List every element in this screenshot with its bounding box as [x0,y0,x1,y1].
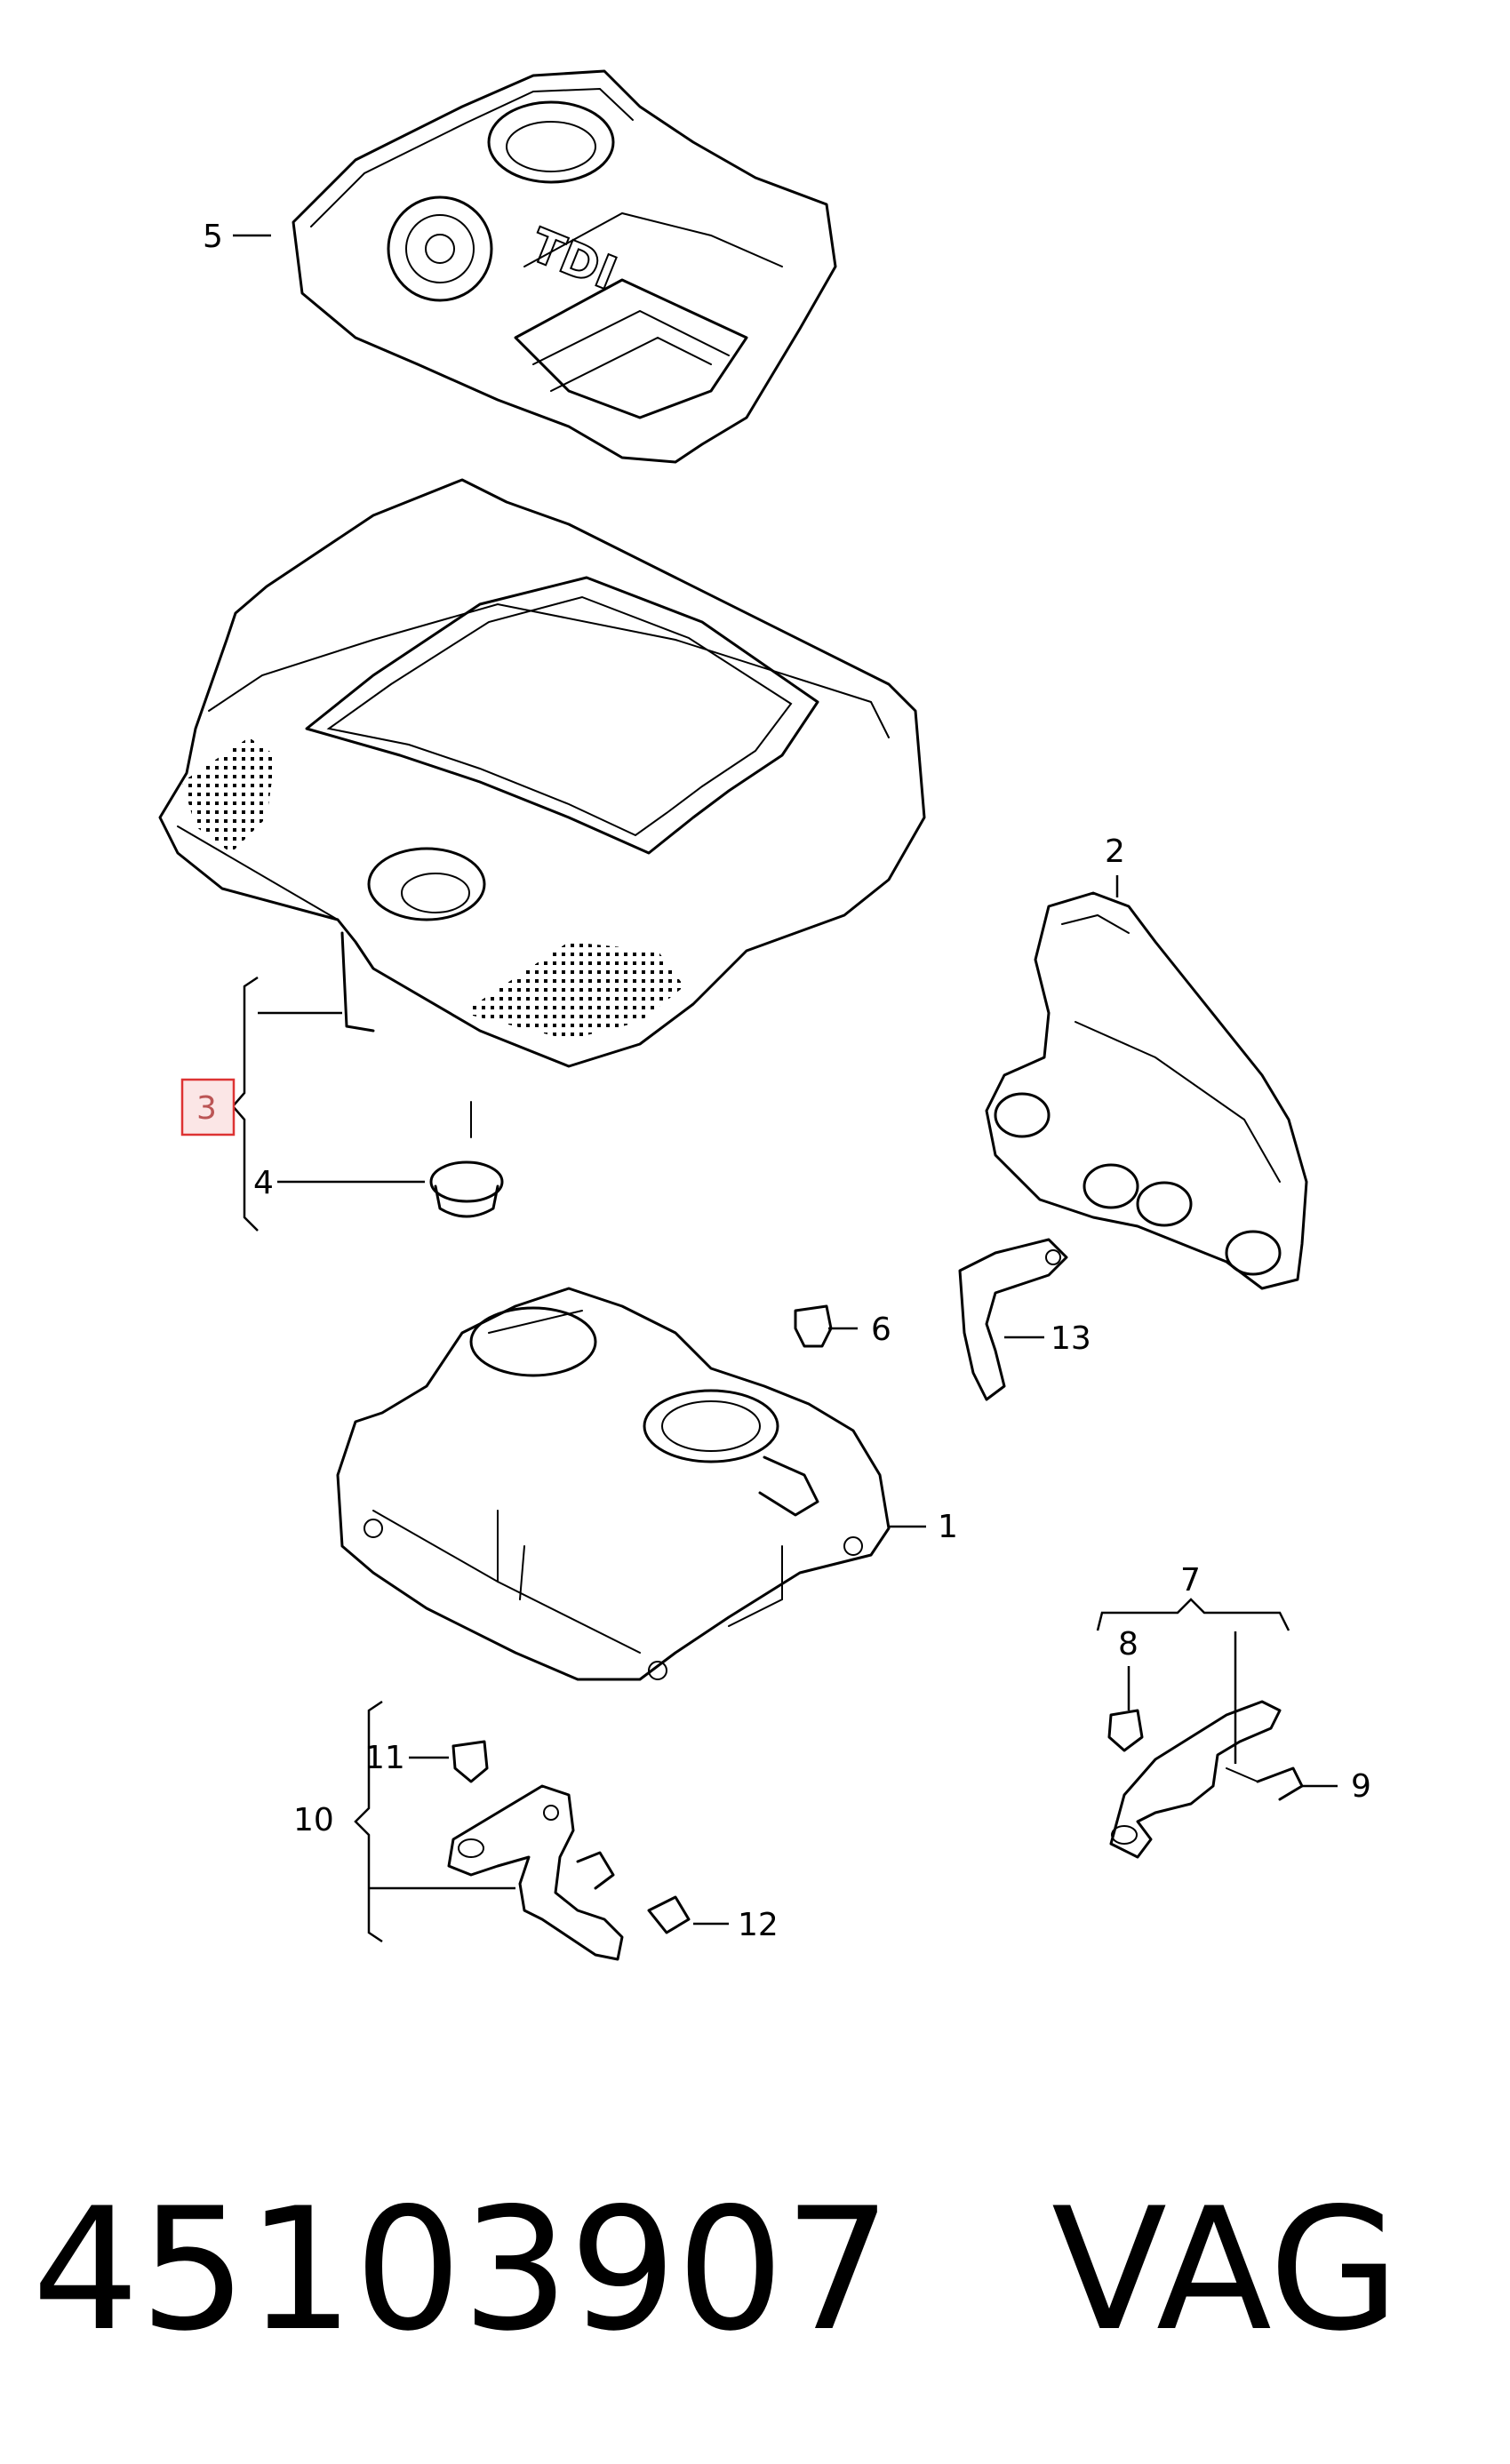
engine-cover-top: TDI [292,69,837,464]
callout-2: 2 [1105,833,1125,870]
callout-3-highlight[interactable] [180,1078,236,1136]
bracket-10 [447,1740,691,1961]
callout-8: 8 [1118,1626,1138,1663]
bracket-7 [1107,1700,1304,1859]
callout-6: 6 [871,1312,891,1348]
callout-7: 7 [1180,1562,1201,1599]
callout-4: 4 [253,1165,274,1201]
bracket-13 [958,1238,1068,1401]
callout-5: 5 [203,219,223,255]
part-footer: 45103907 VAG [32,2168,1490,2372]
leader-lines [233,234,1338,1926]
part-number: 45103907 [32,2172,892,2368]
grommet [429,1160,504,1218]
callout-11: 11 [364,1740,405,1776]
callout-1: 1 [938,1509,958,1545]
grouping-bracket-7 [1096,1598,1290,1631]
callout-12: 12 [738,1907,779,1943]
tdi-emblem: TDI [523,219,623,300]
callout-9: 9 [1351,1768,1371,1805]
exhaust-manifold [985,891,1308,1290]
callout-13: 13 [1051,1320,1091,1357]
brand-name: VAG [1051,2172,1400,2368]
engine-cover-main [158,478,926,1138]
cylinder-head-cover [336,1287,891,1681]
callout-10: 10 [293,1802,334,1838]
grouping-bracket-10 [354,1700,383,1943]
screw-6 [794,1304,833,1348]
callout-3: 3 [196,1090,217,1127]
